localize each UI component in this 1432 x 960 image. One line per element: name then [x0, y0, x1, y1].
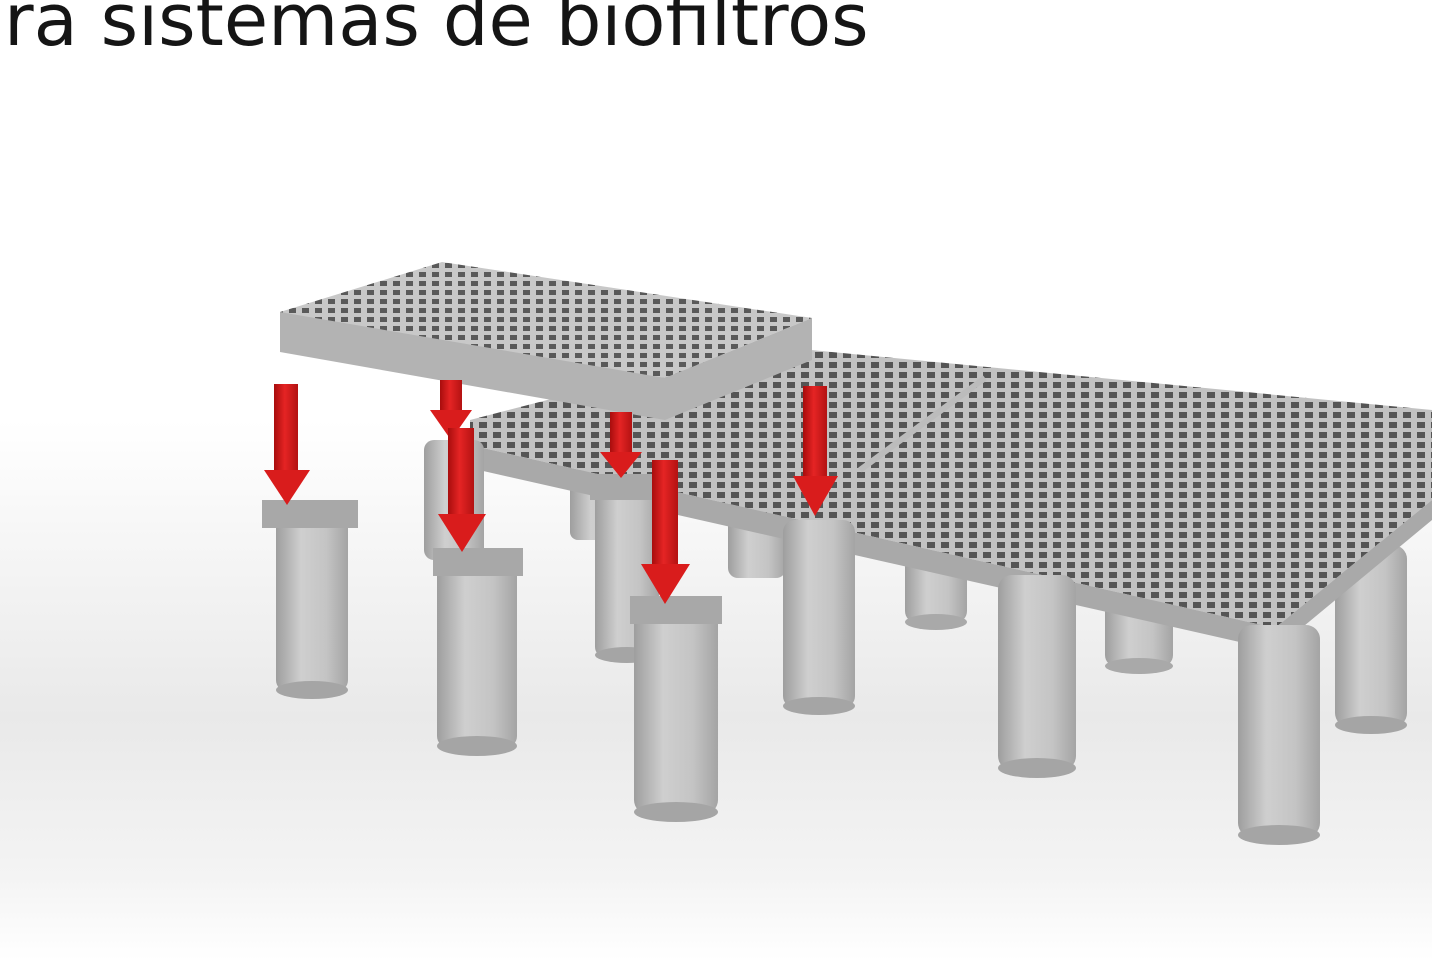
- red-arrows: [264, 380, 838, 604]
- arrow-icon: [438, 428, 486, 552]
- arrow-icon: [641, 460, 690, 604]
- arrow-icon: [793, 386, 838, 516]
- floating-floor-panel: [280, 262, 812, 420]
- installed-floor-panel: [470, 345, 1432, 650]
- arrow-icon: [600, 412, 642, 478]
- page-heading: ra sistemas de biofiltros: [4, 0, 869, 62]
- arrow-icon: [430, 380, 472, 440]
- support-pillars: [783, 520, 1320, 845]
- arrow-icon: [264, 384, 310, 505]
